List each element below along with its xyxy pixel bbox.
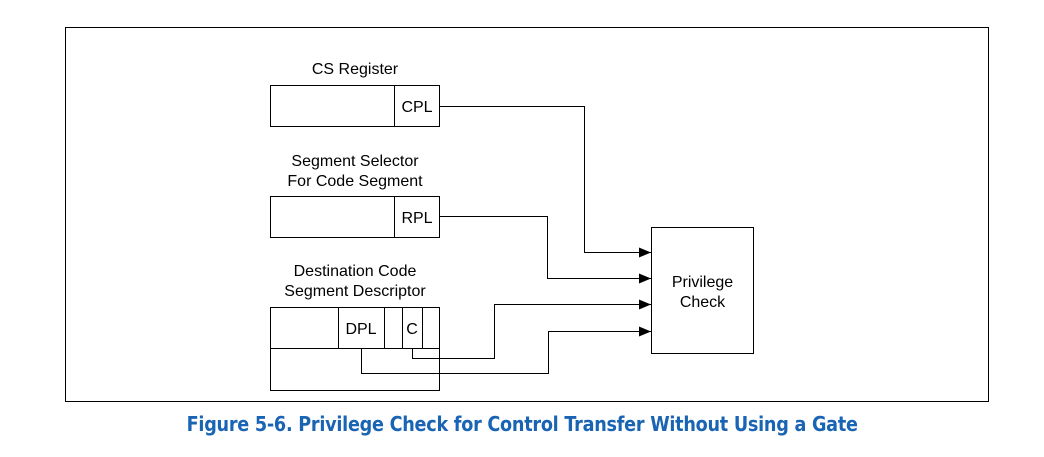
figure-caption-text: Figure 5-6. Privilege Check for Control … [186,412,858,436]
dpl-field-label: DPL [345,321,376,338]
privilege-check-line1: Privilege [672,274,733,291]
cpl-field-label: CPL [401,99,432,116]
cpl-arrow [440,106,651,258]
rpl-arrow [440,216,651,284]
figure-caption: Figure 5-6. Privilege Check for Control … [0,408,1044,440]
privilege-check-box [651,227,754,354]
code-descriptor-title-line1: Destination Code [294,263,417,280]
dpl-arrow [361,326,651,374]
segment-selector-box [270,196,440,238]
cs-register-box [270,85,440,127]
rpl-field-label: RPL [401,210,432,227]
diagram-frame [65,27,989,402]
c-field-label: C [406,321,418,338]
cs-register-title: CS Register [312,61,399,78]
segment-selector-title-line2: For Code Segment [287,173,423,190]
c-flag-arrow [412,299,651,359]
segment-selector-title-line1: Segment Selector [291,153,419,170]
privilege-check-line2: Check [680,294,726,311]
code-descriptor-title-line2: Segment Descriptor [284,283,426,300]
